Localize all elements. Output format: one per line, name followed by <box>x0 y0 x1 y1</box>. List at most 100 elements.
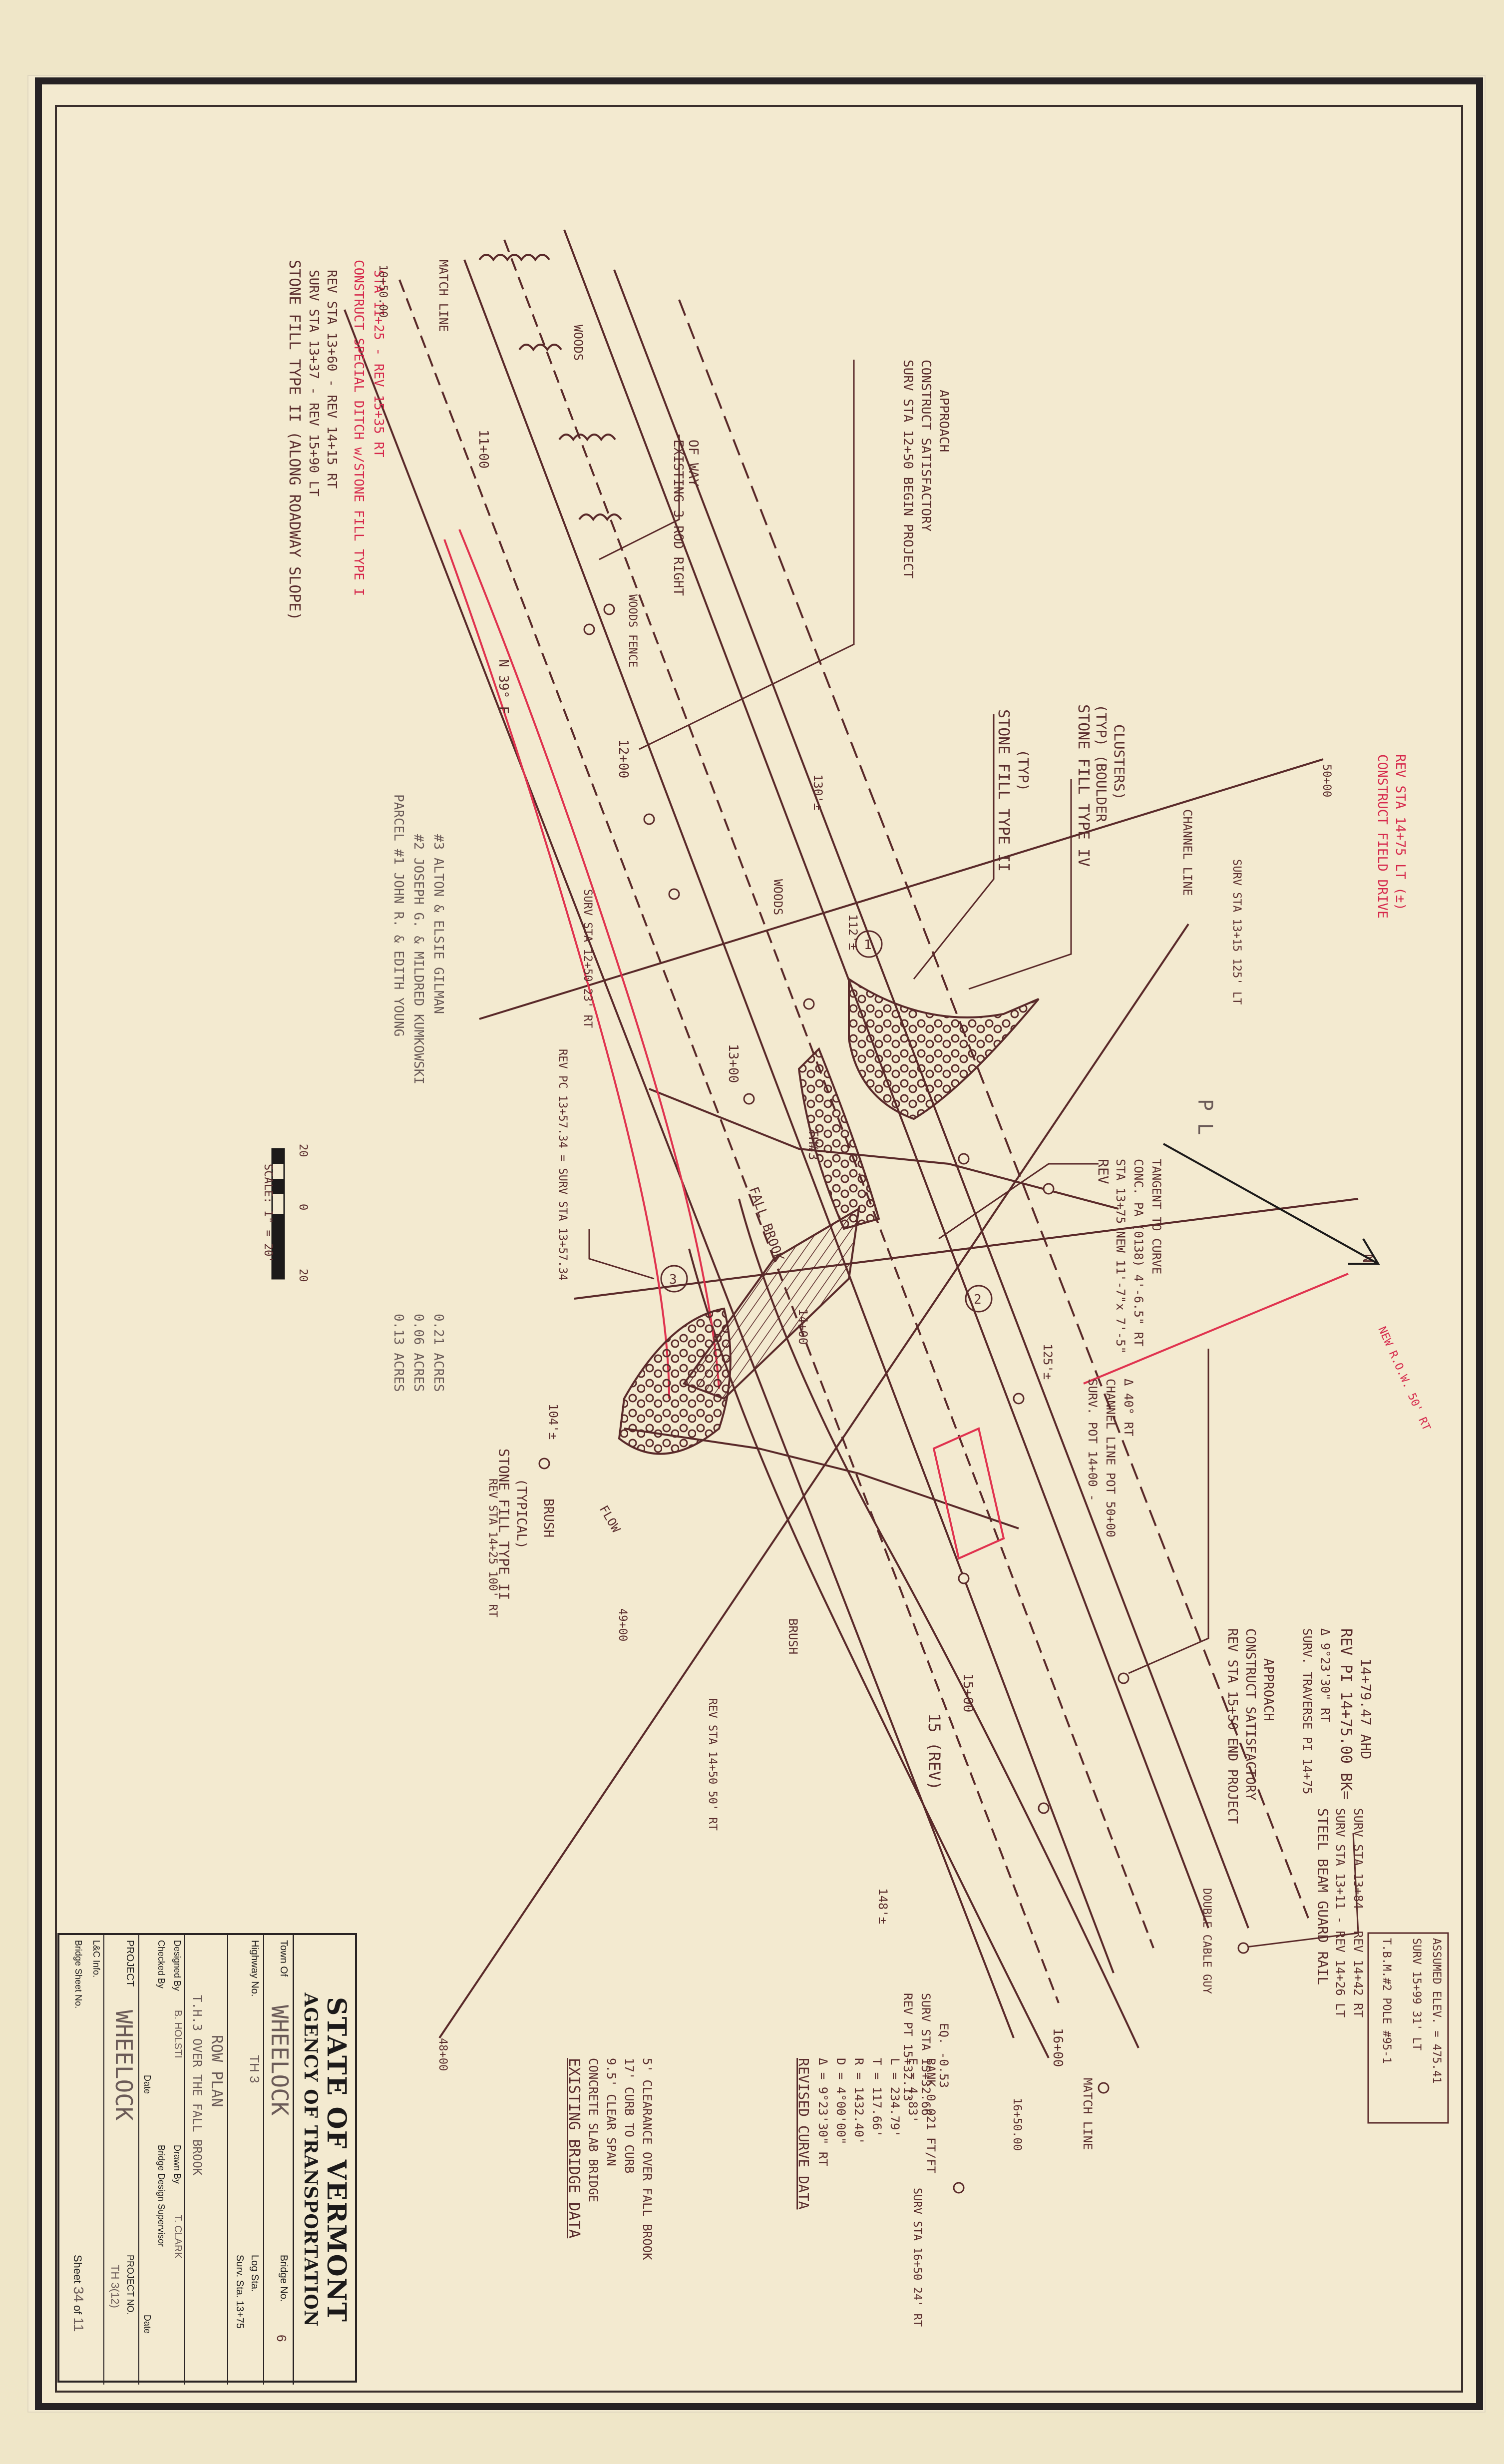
scale-label: SCALE: 1" = 20' <box>262 1164 274 1263</box>
scale-tick-0: 0 <box>297 1204 309 1210</box>
svg-text:APPROACH: APPROACH <box>1261 1658 1276 1721</box>
woods-label-3: WOODS <box>626 594 639 627</box>
sheet-total: 11 <box>71 2317 86 2332</box>
svg-text:0.13 ACRES: 0.13 ACRES <box>391 1314 406 1392</box>
town-value: WHEELOCK <box>266 2005 293 2116</box>
agency-line-1: STATE OF VERMONT <box>321 1997 352 2323</box>
sta-4800: 48+00 <box>436 2038 449 2071</box>
svg-text:APPROACH: APPROACH <box>936 390 951 452</box>
project-no-label: PROJECT NO. <box>125 2255 135 2315</box>
brush-label-1: BRUSH <box>541 1498 556 1537</box>
leader-lines <box>588 360 1359 1949</box>
match-line-top: MATCH LINE <box>436 260 450 332</box>
svg-text:SURV. POT 14+00 -: SURV. POT 14+00 - <box>1086 1379 1100 1501</box>
sta-1600: 16+00 <box>1050 2028 1065 2067</box>
rev-tangent-note: REV STA 13+75 NEW 11'-7"x 7'-5" CONC. PA… <box>1095 1159 1163 1354</box>
svg-text:SURV. TRAVERSE PI 14+75: SURV. TRAVERSE PI 14+75 <box>1300 1628 1314 1794</box>
bridge-sheet-no-label: Bridge Sheet No. <box>73 1940 83 2009</box>
svg-text:Δ = 9°23'30" RT: Δ = 9°23'30" RT <box>816 2058 830 2166</box>
stone-fill-ii-typ-label: STONE FILL TYPE II (TYP) <box>995 709 1032 872</box>
svg-text:(TYP) (BOULDER: (TYP) (BOULDER <box>1093 704 1110 822</box>
svg-text:#3 ALTON & ELSIE GILMAN: #3 ALTON & ELSIE GILMAN <box>431 834 446 1014</box>
svg-text:MATCH LINE: MATCH LINE <box>436 260 450 332</box>
project-no-value: TH 3(12) <box>109 2265 121 2308</box>
match-line-bottom: MATCH LINE <box>1081 2078 1095 2150</box>
svg-text:SURV STA 13+37 - REV 15+90 LT: SURV STA 13+37 - REV 15+90 LT <box>306 270 321 496</box>
bridge-no-label: Bridge No. <box>278 2255 289 2302</box>
svg-text:CHANNEL LINE: CHANNEL LINE <box>1180 809 1194 896</box>
svg-text:CONSTRUCT FIELD DRIVE: CONSTRUCT FIELD DRIVE <box>1375 754 1390 919</box>
north-arrow-icon <box>1163 1143 1380 1265</box>
svg-text:14+79.47 AHD: 14+79.47 AHD <box>1358 1658 1374 1759</box>
svg-text:D = 4°00'00": D = 4°00'00" <box>834 2058 848 2144</box>
sta-4900: 49+00 <box>616 1608 629 1641</box>
scale-tick-20b: 20 <box>297 1269 309 1282</box>
svg-text:BANK 0.021 FT/FT: BANK 0.021 FT/FT <box>924 2058 938 2173</box>
rev15-label: 15 (REV) <box>925 1713 944 1790</box>
pl-label: P L <box>1193 1099 1216 1135</box>
svg-text:REV: REV <box>1095 1159 1112 1184</box>
ldc-info-label: L&C Info. <box>91 1940 101 1978</box>
red-revision-lines <box>443 529 1349 1560</box>
sheet-border-outer <box>35 77 1483 2410</box>
bridge-deck-area <box>682 1207 860 1400</box>
svg-text:CONSTRUCT SATISFACTORY: CONSTRUCT SATISFACTORY <box>918 360 933 532</box>
fall-brook-label: FALL BROOK <box>746 1185 786 1264</box>
revised-curve-data: REVISED CURVE DATA Δ = 9°23'30" RT D = 4… <box>795 2058 938 2210</box>
th3-label: TH#3 <box>805 1129 820 1160</box>
offset-125: 125'± <box>1041 1344 1055 1380</box>
date-label-1: Date <box>142 2075 152 2094</box>
svg-text:CONSTRUCT SPECIAL DITCH w/STON: CONSTRUCT SPECIAL DITCH w/STONE FILL TYP… <box>351 260 366 596</box>
drawn-by-label: Drawn By <box>172 2145 182 2184</box>
designed-by-value: B. HOLSTI <box>172 2010 183 2058</box>
svg-text:T.B.M.#2 POLE #95-1: T.B.M.#2 POLE #95-1 <box>1380 1938 1393 2064</box>
svg-text:Δ 40° RT: Δ 40° RT <box>1122 1379 1135 1437</box>
svg-text:SURV 15+99 31' LT: SURV 15+99 31' LT <box>1410 1938 1423 2050</box>
rev-pt-note: REV PT 15+32.13 SURV STA 15+32.66 EQ. -0… <box>901 1993 951 2116</box>
surv-sta-label: SURV STA 13+15 125' LT <box>1230 859 1243 1004</box>
sheet-of: of <box>71 2305 84 2315</box>
match-line-bottom-sta: 16+50.00 <box>1011 2098 1023 2151</box>
stone-fill-bot-l2: (TYPICAL) <box>514 1478 529 1549</box>
guard-rail-note: STEEL BEAM GUARD RAIL SURV STA 13+11 - R… <box>1315 1808 1365 2017</box>
svg-text:DOUBLE CABLE GUY: DOUBLE CABLE GUY <box>1200 1888 1213 1994</box>
rev-1425-label: REV STA 14+25 100' RT <box>486 1478 499 1617</box>
existing-bridge-data: EXISTING BRIDGE DATA CONCRETE SLAB BRIDG… <box>565 2058 654 2260</box>
svg-text:17' CURB TO CURB: 17' CURB TO CURB <box>622 2058 636 2173</box>
channel-lines <box>438 758 1359 2039</box>
svg-text:ASSUMED ELEV. = 475.41: ASSUMED ELEV. = 475.41 <box>1430 1938 1443 2083</box>
svg-text:0.21 ACRES: 0.21 ACRES <box>431 1314 446 1392</box>
brush-label-2: BRUSH <box>786 1618 800 1654</box>
svg-text:SURV STA 12+50 BEGIN PROJECT: SURV STA 12+50 BEGIN PROJECT <box>900 360 915 579</box>
sta-1400: 14+00 <box>796 1309 810 1345</box>
town-label: Town Of <box>278 1940 289 1977</box>
match-line-top-sta: 10+50.00 <box>376 265 389 318</box>
bearing-label: N 39° E <box>496 659 511 714</box>
offset-104: 104'± <box>546 1404 560 1440</box>
svg-text:R = 1432.40': R = 1432.40' <box>852 2058 866 2144</box>
svg-text:CHANNEL LINE POT 50+00: CHANNEL LINE POT 50+00 <box>1104 1379 1118 1537</box>
surv-pot-note: SURV. POT 14+00 - CHANNEL LINE POT 50+00… <box>1086 1379 1135 1537</box>
highway-no-label: Highway No. <box>249 1940 260 1997</box>
begin-project-note: SURV STA 12+50 BEGIN PROJECT CONSTRUCT S… <box>900 360 951 579</box>
svg-text:STA 11+25 - REV 15+35 RT: STA 11+25 - REV 15+35 RT <box>371 270 386 458</box>
svg-text:STEEL BEAM GUARD RAIL: STEEL BEAM GUARD RAIL <box>1315 1808 1331 1985</box>
parcel-markers: 1 2 3 <box>660 930 993 1313</box>
row-label: EXISTING 3 ROD RIGHT OF WAY <box>671 440 701 596</box>
svg-text:SURV STA 15+32.66: SURV STA 15+32.66 <box>919 1993 933 2116</box>
svg-text:CONCRETE SLAB BRIDGE: CONCRETE SLAB BRIDGE <box>586 2058 600 2202</box>
tbm-box: T.B.M.#2 POLE #95-1 SURV 15+99 31' LT AS… <box>1367 1932 1449 2124</box>
svg-text:9.5' CLEAR SPAN: 9.5' CLEAR SPAN <box>604 2058 618 2166</box>
svg-text:0.06 ACRES: 0.06 ACRES <box>411 1314 426 1392</box>
svg-text:5' CLEARANCE OVER FALL BROOK: 5' CLEARANCE OVER FALL BROOK <box>640 2058 654 2260</box>
drawn-by-value: T. CLARK <box>172 2215 183 2259</box>
sheet-border-inner <box>55 105 1463 2393</box>
svg-text:E = 4.83': E = 4.83' <box>906 2058 920 2123</box>
sta-1100: 11+00 <box>476 430 491 469</box>
stone-fill-bot-l1: STONE FILL TYPE II <box>496 1449 512 1600</box>
sta-1500: 15+00 <box>960 1673 975 1712</box>
bridge-design-supervisor-label: Bridge Design Supervisor <box>156 2145 166 2247</box>
svg-text:REVISED CURVE DATA: REVISED CURVE DATA <box>795 2058 812 2210</box>
svg-text:PARCEL #1 JOHN R. & EDITH YOU: PARCEL #1 JOHN R. & EDITH YOUNG <box>391 794 406 1036</box>
svg-text:CONSTRUCT SATISFACTORY: CONSTRUCT SATISFACTORY <box>1243 1628 1258 1801</box>
